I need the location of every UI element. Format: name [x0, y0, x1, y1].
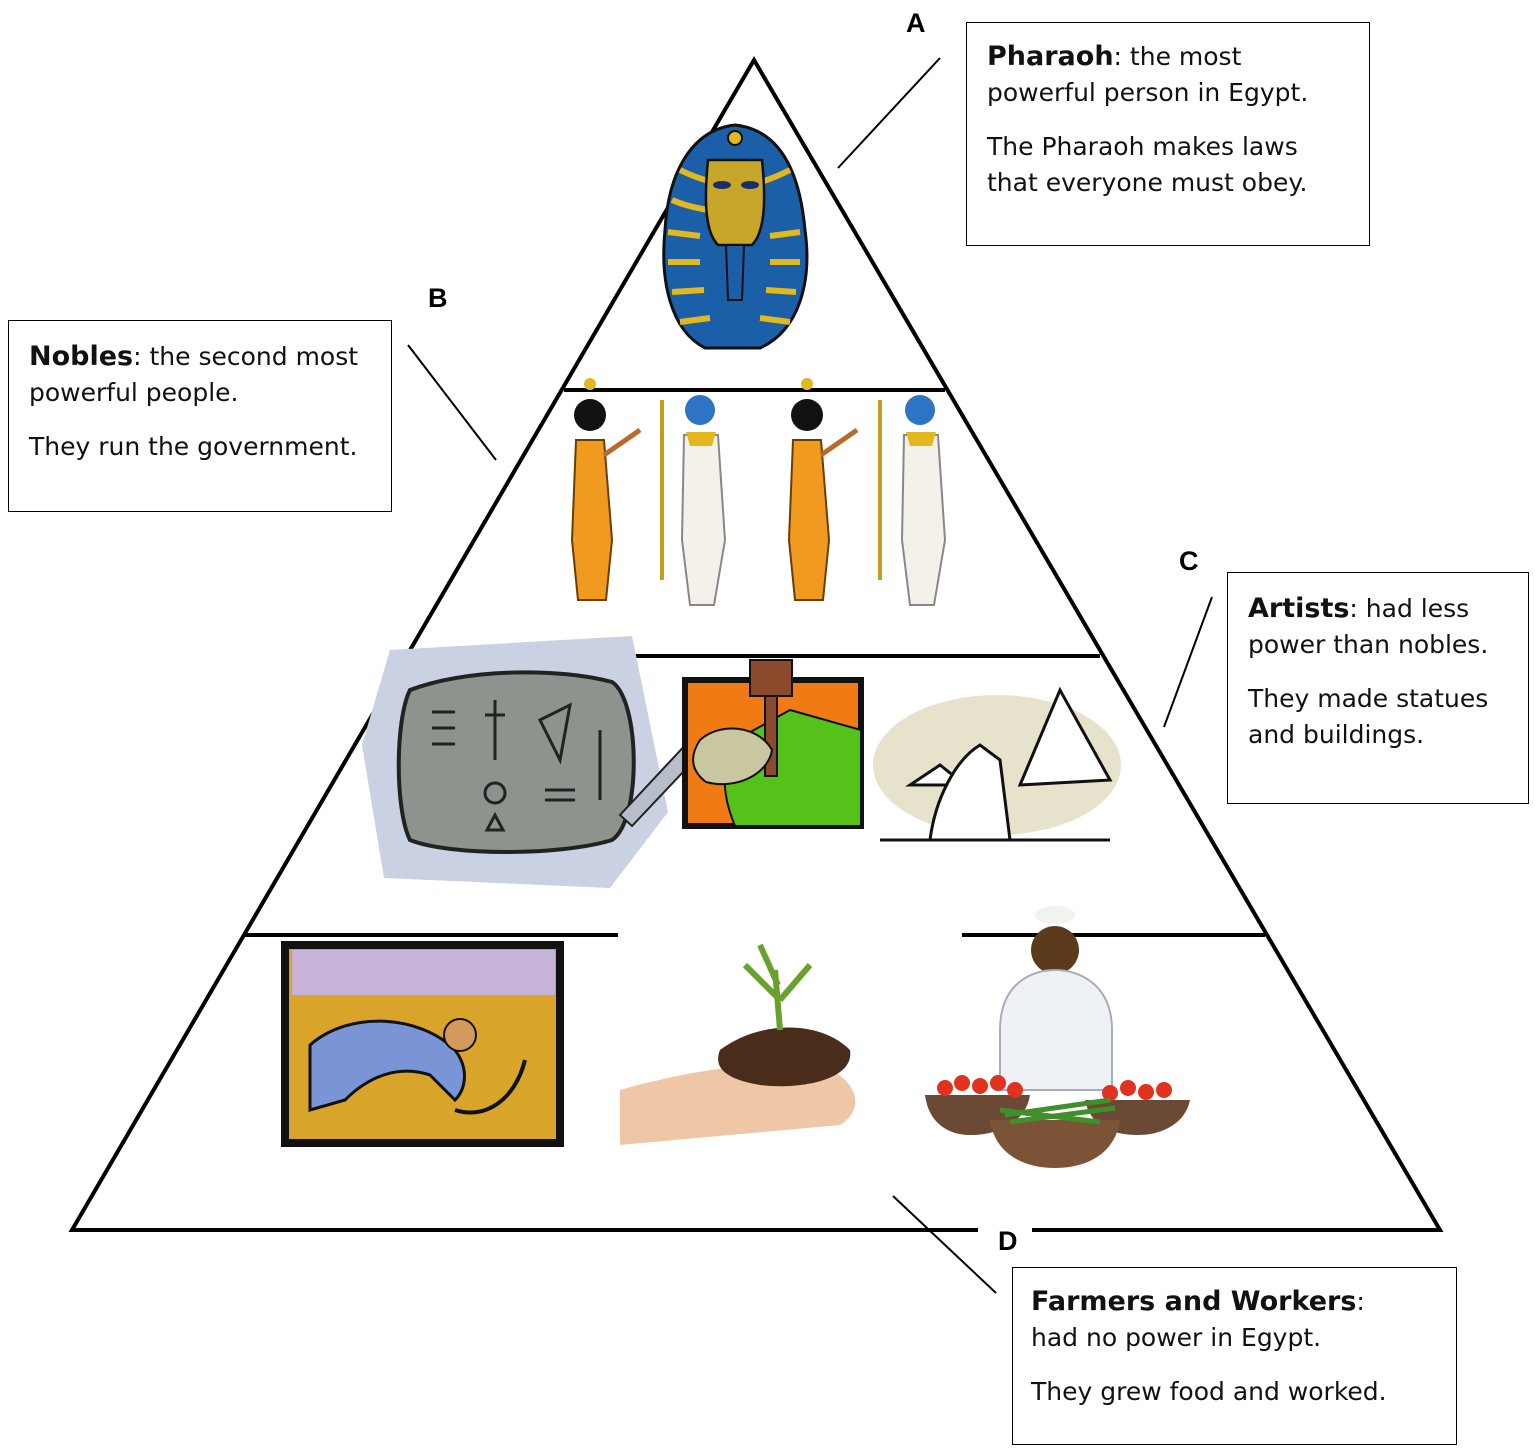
artists-desc: : had less power than nobles.: [1248, 594, 1489, 659]
nobles-detail: They run the government.: [29, 432, 358, 461]
callout-line-b: [407, 344, 497, 461]
pharaoh-title: Pharaoh: [987, 41, 1114, 72]
artists-detail: They made statues and buildings.: [1248, 684, 1489, 749]
label-a: A: [906, 8, 926, 38]
pharaoh-box: Pharaoh: the most powerful person in Egy…: [966, 22, 1370, 246]
noble-woman-icon: [570, 378, 642, 601]
noble-woman-icon-2: [787, 378, 859, 601]
farmers-detail: They grew food and worked.: [1031, 1377, 1387, 1406]
nobles-title: Nobles: [29, 341, 134, 372]
nobles-box: Nobles: the second most powerful people.…: [8, 320, 392, 512]
pyramids-sphinx-icon: [873, 686, 1121, 842]
farmers-colon: :: [1356, 1287, 1365, 1316]
callout-line-a: [837, 57, 941, 169]
callout-lines: [407, 57, 1213, 1294]
harvester-icon: [281, 941, 564, 1147]
callout-line-c: [1163, 596, 1213, 728]
hammer-chisel-icon: [682, 659, 864, 829]
pharaoh-detail: The Pharaoh makes laws that everyone mus…: [987, 132, 1308, 197]
label-c: C: [1179, 546, 1199, 576]
base-gap: [978, 1222, 1032, 1238]
vegetable-seller-icon: [925, 906, 1190, 1168]
farmers-box: Farmers and Workers: had no power in Egy…: [1012, 1267, 1457, 1445]
pharaoh-desc: : the most powerful person in Egypt.: [987, 42, 1309, 107]
label-b: B: [428, 283, 448, 313]
seedling-hand-icon: [618, 940, 958, 1162]
noble-man-icon-2: [878, 395, 947, 606]
farmers-title: Farmers and Workers: [1031, 1286, 1357, 1317]
noble-man-icon: [660, 395, 727, 606]
hieroglyph-tablet-icon: [362, 636, 704, 888]
nobles-desc: : the second most powerful people.: [29, 342, 359, 407]
pharaoh-mask-icon: [662, 123, 809, 350]
artists-box: Artists: had less power than nobles. The…: [1227, 572, 1529, 804]
artists-title: Artists: [1248, 593, 1350, 624]
label-d: D: [998, 1226, 1018, 1256]
farmers-line2: had no power in Egypt.: [1031, 1323, 1322, 1352]
callout-line-d: [892, 1195, 997, 1294]
